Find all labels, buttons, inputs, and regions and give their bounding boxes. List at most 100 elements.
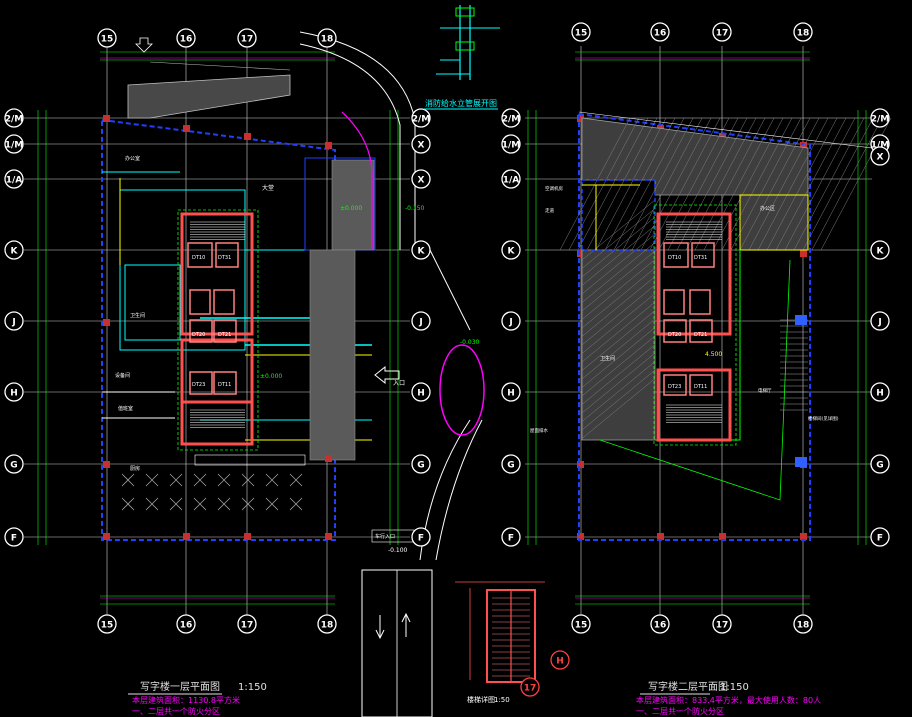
bubble-bottom-right-1-label: 16 <box>654 621 667 631</box>
bubble-right-row-6-label: G <box>876 461 883 471</box>
left-core-dashed <box>177 209 259 451</box>
bubble-left-row-0-circle <box>4 108 24 128</box>
left-column-7 <box>183 533 190 540</box>
right-hatch-b-10 <box>581 284 656 346</box>
bubble-left-row-1-label: 1/M <box>5 141 24 151</box>
left-cell-7 <box>213 289 235 315</box>
bubble-bottom-left-2-circle <box>237 614 257 634</box>
right-hatch-b-13 <box>581 310 656 371</box>
bubble-left-row-3-circle <box>4 240 24 260</box>
right-column-5 <box>800 250 807 257</box>
bubble-right-left-row-4-circle <box>501 311 521 331</box>
label-lobby: 大堂 <box>262 184 274 192</box>
left-cell-2 <box>189 319 213 343</box>
right-green-outline <box>655 250 741 441</box>
label-dcode-left-0: DT10 <box>192 255 205 261</box>
bubble-right-row-2-circle <box>870 146 890 166</box>
label-elev-right: 4.500 <box>705 351 722 358</box>
right-core-dashed <box>653 204 737 446</box>
parking-mark-0-3 <box>193 473 207 487</box>
bubble-mid-row-6-label: F <box>418 534 424 544</box>
bubble-left-row-4-circle <box>4 311 24 331</box>
left-core-2 <box>180 400 254 446</box>
label-dcode-right-3: DT23 <box>668 384 681 390</box>
bubble-right-left-row-5-label: H <box>507 389 515 399</box>
road-curve-2 <box>299 43 401 250</box>
left-cell-3 <box>213 319 237 343</box>
left-core-1 <box>180 338 254 404</box>
bubble-right-row-7-circle <box>870 527 890 547</box>
right-cell-1 <box>691 242 715 268</box>
bubble-top-left-0-circle <box>97 28 117 48</box>
bubble-left-row-7-label: F <box>11 534 17 544</box>
right-hatch-line-10 <box>649 117 721 251</box>
right-cell-2 <box>663 289 685 315</box>
right-hatch-line-23 <box>766 117 838 251</box>
bubble-right-row-6-circle <box>870 454 890 474</box>
bubble-left-row-3-label: K <box>11 247 19 257</box>
left-column-6 <box>103 533 110 540</box>
label-room-equip: 设备间 <box>115 372 130 379</box>
label-dcode-right-4: DT11 <box>694 384 707 390</box>
bubble-top-left-3-circle <box>317 28 337 48</box>
left-cell-4 <box>189 371 213 395</box>
label-elev-ramp: -0.100 <box>388 547 408 554</box>
bubble-top-left-2-circle <box>237 28 257 48</box>
right-hatch-line-12 <box>667 117 739 251</box>
right-hatch-b-4 <box>581 233 656 295</box>
right-column-9 <box>657 533 664 540</box>
label-dcode-right-2: DT21 <box>694 332 707 338</box>
right-column-4 <box>577 250 584 257</box>
parking-mark-1-7 <box>289 497 303 511</box>
left-plan-note1: 本层建筑面积：1130.8平方米 <box>132 695 240 705</box>
right-hatch-line-20 <box>739 117 811 251</box>
right-cell-4 <box>663 319 687 343</box>
left-column-4 <box>103 319 110 326</box>
bubble-right-left-row-6-label: G <box>507 461 514 471</box>
right-hatch-line-19 <box>730 117 802 251</box>
left-bench <box>194 454 306 466</box>
bubble-right-row-4-circle <box>870 311 890 331</box>
axis-bubbles: 151516161717181815151616171718182/M1/M1/… <box>4 22 890 697</box>
parking-mark-1-3 <box>193 497 207 511</box>
right-hatch-line-8 <box>631 117 703 251</box>
right-hatch-line-5 <box>604 117 676 251</box>
bubble-top-right-2-label: 17 <box>716 29 729 39</box>
label-room-office: 办公室 <box>125 155 140 162</box>
parking-mark-1-4 <box>217 497 231 511</box>
right-stair-marker-1 <box>795 315 807 325</box>
parking-mark-0-1 <box>145 473 159 487</box>
right-hatch-b-20 <box>581 369 656 431</box>
left-hatch-zone-1 <box>309 249 356 461</box>
ramp-arrow-up <box>401 612 411 637</box>
right-hatch-line-3 <box>586 117 658 251</box>
bubble-right-row-7-label: F <box>877 534 883 544</box>
right-column-10 <box>719 533 726 540</box>
bubble-top-right-3-label: 18 <box>797 29 810 39</box>
parking-mark-0-6 <box>265 473 279 487</box>
label-side-entrance: 入口 <box>393 380 405 387</box>
bubble-left-row-6-circle <box>4 454 24 474</box>
right-hatch-b-2 <box>581 216 656 278</box>
label-room-duty: 值班室 <box>118 405 133 412</box>
right-hatch-line-15 <box>694 117 766 251</box>
label-room-kitchen: 厨房 <box>130 465 140 472</box>
right-hatch-line-28 <box>811 117 883 251</box>
bubble-left-row-5-circle <box>4 382 24 402</box>
right-hatch-b-14 <box>581 318 656 380</box>
right-hatch-line-13 <box>676 117 748 251</box>
left-cell-1 <box>215 242 239 268</box>
bubble-left-row-1-circle <box>4 134 24 154</box>
right-column-0 <box>577 115 584 122</box>
label-elev-left-1: ±0.000 <box>340 205 362 212</box>
label-dcode-left-2: DT21 <box>218 332 231 338</box>
detail-layer <box>436 5 545 683</box>
left-cell-0 <box>187 242 213 268</box>
left-outer-wall <box>101 118 336 541</box>
bubble-right-left-row-5-circle <box>501 382 521 402</box>
left-cell-5 <box>213 371 237 395</box>
parking-mark-0-7 <box>289 473 303 487</box>
bubble-bottom-right-0-label: 15 <box>575 621 588 631</box>
bubble-top-right-1-circle <box>650 22 670 42</box>
